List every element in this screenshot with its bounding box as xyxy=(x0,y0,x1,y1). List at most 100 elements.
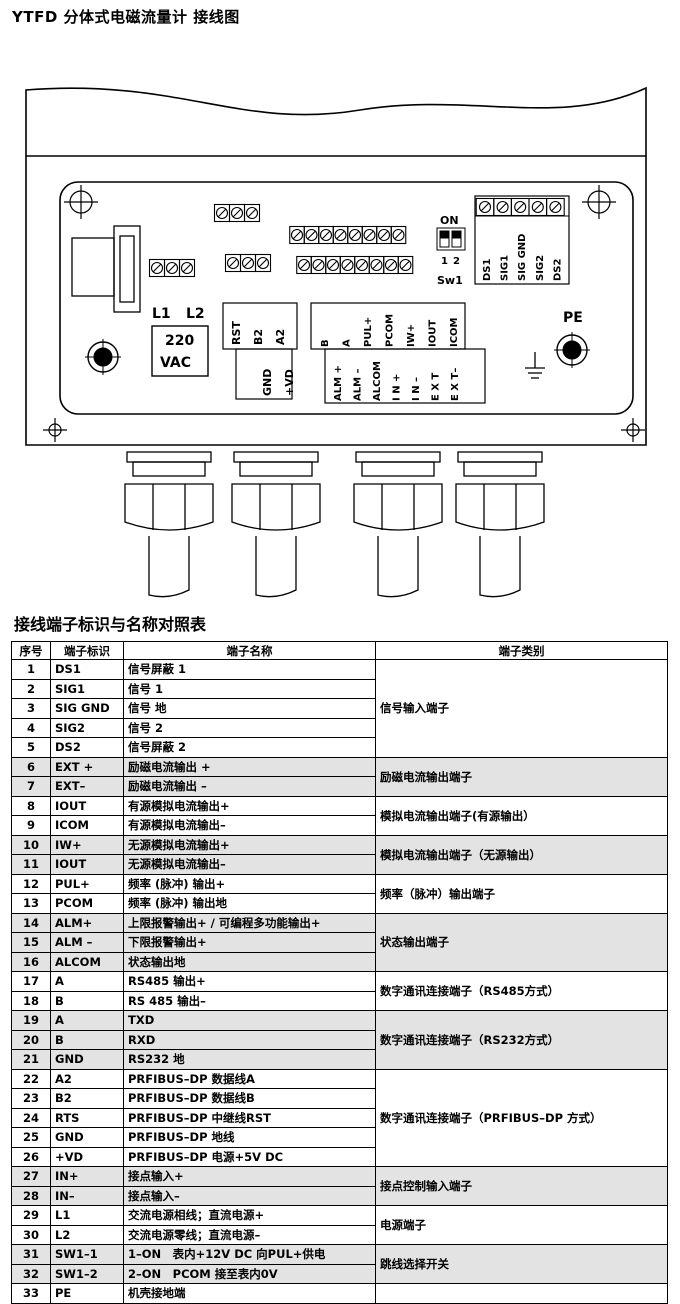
diagram-label: 1 xyxy=(441,256,448,267)
terminal-category: 接点控制输入端子 xyxy=(375,1166,668,1206)
terminal-id: EXT + xyxy=(50,756,124,777)
terminal-name: PRFIBUS–DP 数据线B xyxy=(123,1088,376,1109)
terminal-name: PRFIBUS–DP 地线 xyxy=(123,1127,376,1148)
diagram-label: +VD xyxy=(283,369,296,396)
row-number: 25 xyxy=(11,1127,51,1148)
terminal-screw xyxy=(377,228,391,242)
terminal-name: 2–ON PCOM 接至表内0V xyxy=(123,1263,376,1284)
diagram-label: B xyxy=(320,339,331,347)
table-header-0: 序号 xyxy=(11,641,51,660)
diagram-label: A2 xyxy=(274,329,287,345)
terminal-name: PRFIBUS–DP 数据线A xyxy=(123,1068,376,1089)
table-header-1: 端子标识 xyxy=(50,641,124,660)
terminal-name: 交流电源零线；直流电源– xyxy=(123,1224,376,1245)
terminal-screw xyxy=(355,258,369,272)
row-number: 7 xyxy=(11,776,51,797)
terminal-name: 无源模拟电流输出+ xyxy=(123,834,376,855)
terminal-name: 励磁电流输出 + xyxy=(123,756,376,777)
terminal-screw xyxy=(392,228,405,242)
row-number: 28 xyxy=(11,1185,51,1206)
terminal-name: 下限报警输出+ xyxy=(123,932,376,953)
terminal-name: PRFIBUS–DP 电源+5V DC xyxy=(123,1146,376,1167)
diagram-label: PE xyxy=(563,310,583,326)
row-number: 5 xyxy=(11,737,51,758)
diagram-label: DS2 xyxy=(552,258,563,281)
terminal-screw xyxy=(531,200,544,214)
terminal-screw xyxy=(312,258,325,272)
terminal-name: PRFIBUS–DP 中继线RST xyxy=(123,1107,376,1128)
terminal-name: 信号 1 xyxy=(123,678,376,699)
diagram-label: PCOM xyxy=(385,314,396,347)
terminal-id: DS2 xyxy=(50,737,124,758)
terminal-id: IN– xyxy=(50,1185,124,1206)
terminal-screw xyxy=(245,206,259,220)
row-number: 3 xyxy=(11,698,51,719)
terminal-id: DS1 xyxy=(50,659,124,680)
terminal-name: 交流电源相线；直流电源+ xyxy=(123,1205,376,1226)
terminal-screw xyxy=(384,258,398,272)
terminal-name: 状态输出地 xyxy=(123,951,376,972)
row-number: 4 xyxy=(11,717,51,738)
terminal-screw xyxy=(297,258,311,272)
row-number: 8 xyxy=(11,795,51,816)
row-number: 26 xyxy=(11,1146,51,1167)
row-number: 27 xyxy=(11,1166,51,1187)
terminal-screw xyxy=(514,200,527,214)
terminal-id: ALM – xyxy=(50,932,124,953)
terminal-name: 机壳接地端 xyxy=(123,1283,376,1304)
terminal-screw xyxy=(370,258,383,272)
terminal-id: B xyxy=(50,1029,124,1050)
diagram-label: E X T– xyxy=(450,368,461,401)
terminal-screw xyxy=(165,261,179,275)
terminal-name: 上限报警输出+ / 可编程多功能输出+ xyxy=(123,912,376,933)
row-number: 22 xyxy=(11,1068,51,1089)
housing-outline xyxy=(25,86,647,446)
row-number: 33 xyxy=(11,1283,51,1304)
terminal-id: IOUT xyxy=(50,854,124,875)
diagram-label: ALM + xyxy=(333,365,344,401)
terminal-name: 有源模拟电流输出+ xyxy=(123,795,376,816)
diagram-label: I N – xyxy=(411,377,422,401)
row-number: 14 xyxy=(11,912,51,933)
diagram-label: Sw1 xyxy=(437,274,463,287)
terminal-screw xyxy=(226,256,240,270)
terminal-id: GND xyxy=(50,1127,124,1148)
ground-icon xyxy=(525,352,545,379)
row-number: 24 xyxy=(11,1107,51,1128)
diagram-label: 2 xyxy=(453,256,460,267)
terminal-id: B2 xyxy=(50,1088,124,1109)
row-number: 20 xyxy=(11,1029,51,1050)
row-number: 16 xyxy=(11,951,51,972)
page-title: YTFD 分体式电磁流量计 接线图 xyxy=(12,8,240,26)
terminal-name: RS 485 输出– xyxy=(123,990,376,1011)
terminal-screw xyxy=(478,200,492,214)
terminal-id: PCOM xyxy=(50,893,124,914)
diagram-label: ON xyxy=(440,214,459,227)
terminal-name: 无源模拟电流输出– xyxy=(123,854,376,875)
row-number: 15 xyxy=(11,932,51,953)
terminal-category: 信号输入端子 xyxy=(375,659,668,758)
terminal-name: 有源模拟电流输出– xyxy=(123,815,376,836)
terminal-name: 1–ON 表内+12V DC 向PUL+供电 xyxy=(123,1244,376,1265)
terminal-name: 信号屏蔽 1 xyxy=(123,659,376,680)
terminal-id: SW1–2 xyxy=(50,1263,124,1284)
terminal-screw xyxy=(341,258,354,272)
table-header-2: 端子名称 xyxy=(123,641,376,660)
terminal-category: 电源端子 xyxy=(375,1205,668,1245)
terminal-id: A xyxy=(50,971,124,992)
terminal-name: 信号屏蔽 2 xyxy=(123,737,376,758)
terminal-category: 数字通讯连接端子（RS232方式） xyxy=(375,1010,668,1070)
row-number: 12 xyxy=(11,873,51,894)
diagram-label: IW+ xyxy=(406,324,417,347)
row-number: 23 xyxy=(11,1088,51,1109)
terminal-id: PUL+ xyxy=(50,873,124,894)
diagram-label: IOUT xyxy=(428,320,439,347)
